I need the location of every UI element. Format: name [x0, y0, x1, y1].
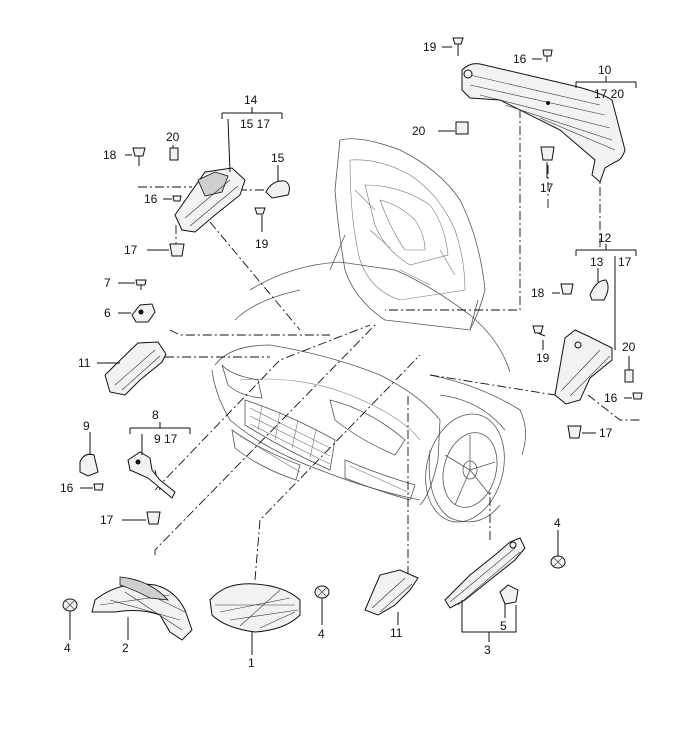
callout-19-left: 19	[255, 237, 269, 251]
callout-20-right: 20	[622, 340, 636, 354]
callout-3: 3	[484, 643, 491, 657]
part-9-pad	[79, 453, 99, 477]
callout-10-sub: 17 20	[594, 87, 624, 101]
fasteners	[93, 37, 643, 525]
part-5-clip	[499, 584, 519, 605]
callout-16-top: 16	[513, 52, 527, 66]
part-11-strip-bottom	[364, 569, 419, 616]
callout-14-sub: 15 17	[240, 117, 270, 131]
part-1-shield-center	[209, 583, 301, 633]
callout-11-bottom: 11	[390, 626, 403, 640]
part-15-pad	[265, 180, 290, 199]
callout-17-mid-left: 17	[100, 513, 114, 527]
callout-4-right: 4	[554, 516, 561, 530]
callout-4-left: 4	[64, 641, 71, 655]
callout-16-left: 16	[144, 192, 158, 206]
part-3-bracket-right	[444, 537, 526, 609]
part-14-bracket-left	[174, 167, 246, 233]
car-front-outline	[211, 138, 526, 523]
callout-17-left: 17	[124, 243, 138, 257]
callout-5: 5	[500, 619, 507, 633]
callout-8: 8	[152, 408, 159, 422]
callout-8-sub: 9 17	[154, 432, 178, 446]
callout-16-mid-left: 16	[60, 481, 74, 495]
callout-19-right: 19	[536, 351, 550, 365]
part-13-pad	[589, 279, 609, 301]
leader-lines	[69, 46, 637, 655]
part-12-bracket-right	[554, 329, 613, 405]
callout-17-top: 17	[540, 181, 554, 195]
callout-12-sub17: 17	[618, 255, 632, 269]
callout-20-left: 20	[166, 130, 180, 144]
part-11-strip-left	[104, 341, 167, 396]
callout-11-left: 11	[78, 356, 91, 370]
connector-lines	[138, 92, 640, 581]
callout-4-mid: 4	[318, 627, 325, 641]
callout-14: 14	[244, 93, 258, 107]
part-6-plate	[131, 303, 156, 323]
callout-labels: 19 16 10 17 20 20 17 14 15 17 20 18 15 1…	[60, 40, 636, 670]
callout-18-left: 18	[103, 148, 117, 162]
part-2-shield-left	[91, 576, 193, 641]
callout-12-sub13: 13	[590, 255, 604, 269]
callout-2: 2	[122, 641, 129, 655]
callout-19-top: 19	[423, 40, 437, 54]
callout-16-right: 16	[604, 391, 618, 405]
part-8-bracket	[127, 451, 176, 499]
callout-15: 15	[271, 151, 285, 165]
callout-6: 6	[104, 306, 111, 320]
callout-1: 1	[248, 656, 255, 670]
callout-12: 12	[598, 231, 612, 245]
callout-17-right: 17	[599, 426, 613, 440]
callout-18-right: 18	[531, 286, 545, 300]
callout-10: 10	[598, 63, 612, 77]
part-4-grommets	[62, 555, 566, 612]
part-10-cross-member	[461, 63, 626, 183]
callout-20-top: 20	[412, 124, 426, 138]
callout-9: 9	[83, 419, 90, 433]
callout-7: 7	[104, 276, 111, 290]
